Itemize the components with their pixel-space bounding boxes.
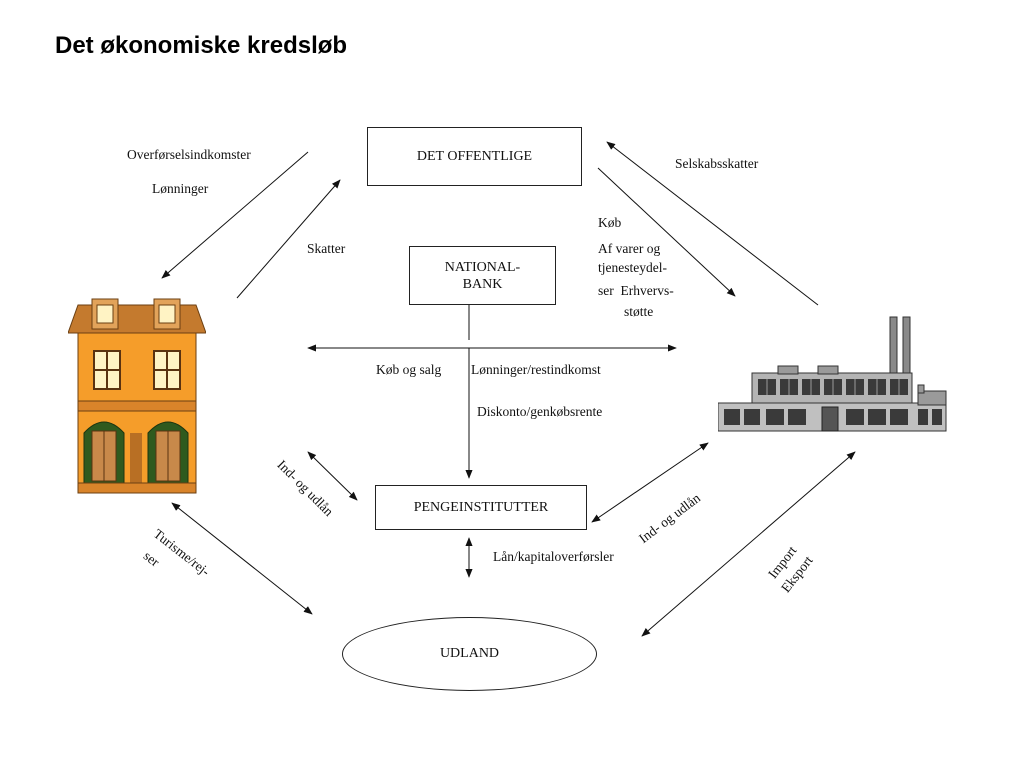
label-lonninger-restindkomst: Lønninger/restindkomst	[471, 362, 601, 377]
label-tjenesteydel: tjenesteydel-	[598, 260, 667, 275]
label-diskonto: Diskonto/genkøbsrente	[477, 404, 603, 419]
label-selskabsskatter: Selskabsskatter	[675, 156, 759, 171]
label-af-varer: Af varer og	[598, 241, 661, 256]
node-udland: UDLAND	[342, 617, 597, 691]
arrow-skatter	[236, 179, 341, 299]
arrow-selskabsskatter	[606, 141, 819, 306]
house-icon	[68, 298, 206, 494]
node-nationalbank-line2: BANK	[462, 276, 503, 292]
label-lonninger: Lønninger	[152, 181, 209, 196]
node-nationalbank-line1: NATIONAL-	[444, 259, 521, 275]
node-pengeinstitutter: PENGEINSTITUTTER	[375, 485, 587, 530]
node-udland-label: UDLAND	[439, 646, 500, 661]
node-nationalbank: NATIONAL- BANK	[409, 246, 556, 305]
label-skatter: Skatter	[307, 241, 346, 256]
label-stotte: støtte	[624, 304, 654, 319]
node-det-offentlige: DET OFFENTLIGE	[367, 127, 582, 186]
label-kob-og-salg: Køb og salg	[376, 362, 442, 377]
label-lan-kapital: Lån/kapitaloverførsler	[493, 549, 614, 564]
node-pengeinstitutter-label: PENGEINSTITUTTER	[413, 500, 549, 515]
arrow-ind-udlan-left	[307, 451, 358, 501]
arrow-turisme	[171, 502, 313, 615]
node-det-offentlige-label: DET OFFENTLIGE	[416, 149, 533, 164]
label-overforselsindkomster: Overførselsindkomster	[127, 147, 251, 162]
arrow-overforsel	[161, 151, 309, 279]
label-kob: Køb	[598, 215, 622, 230]
factory-icon	[718, 316, 947, 432]
label-ser-erhvervs: ser Erhvervs-	[598, 283, 674, 298]
page-title: Det økonomiske kredsløb	[55, 32, 348, 59]
arrow-kob-varer	[597, 167, 736, 297]
arrow-import-eksport	[641, 451, 856, 637]
